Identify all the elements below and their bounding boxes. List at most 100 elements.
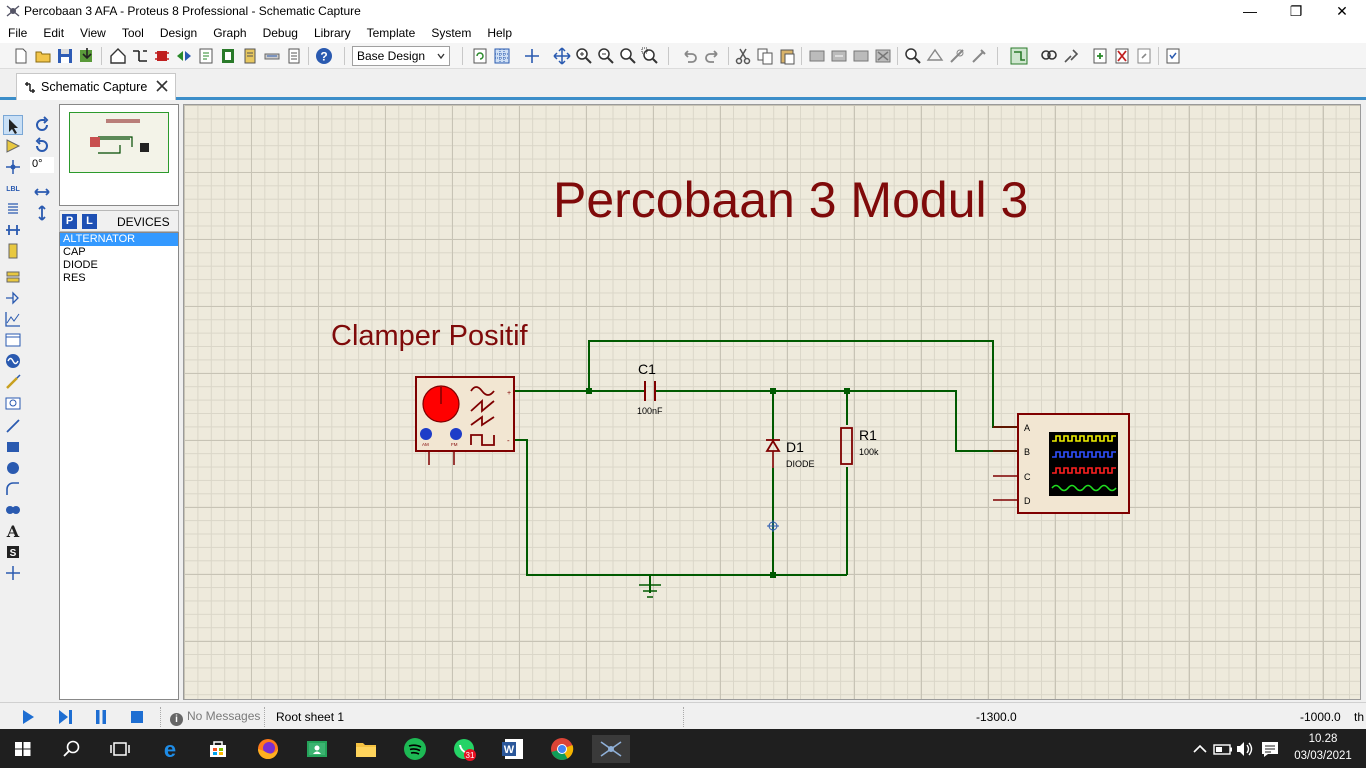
generator-mode-icon[interactable] [3,351,23,371]
cut-icon[interactable] [733,46,753,66]
make-device-icon[interactable] [925,46,945,66]
file-explorer-icon[interactable] [352,735,380,763]
pause-icon[interactable] [92,708,110,726]
proteus-taskbar-icon[interactable] [592,735,630,763]
task-view-icon[interactable] [106,735,134,763]
notifications-icon[interactable] [1256,735,1284,763]
refresh-icon[interactable] [470,46,490,66]
resistor-r1[interactable]: R1 100k [840,427,879,465]
origin-icon[interactable] [522,46,542,66]
rotate-clockwise-icon[interactable] [32,115,52,135]
battery-icon[interactable] [1209,735,1237,763]
schematic-subtitle[interactable]: Clamper Positif [331,320,529,352]
volume-icon[interactable] [1231,735,1259,763]
windows-start-icon[interactable] [9,735,37,763]
code-editor-icon[interactable] [262,46,282,66]
text-draw-icon[interactable]: A [3,521,23,541]
menu-template[interactable]: Template [366,26,416,40]
chrome-icon[interactable] [548,735,576,763]
zoom-in-icon[interactable] [574,46,594,66]
menu-edit[interactable]: Edit [43,26,65,40]
line-draw-icon[interactable] [3,416,23,436]
design-explorer-icon[interactable] [240,46,260,66]
ground-symbol[interactable] [639,584,661,598]
tape-recorder-mode-icon[interactable] [3,330,23,350]
voltage-probe-mode-icon[interactable] [3,372,23,392]
clock-date[interactable]: 03/03/2021 [1294,750,1352,762]
virtual-instrument-mode-icon[interactable] [3,393,23,413]
pick-devices-button[interactable]: P [62,214,77,229]
undo-icon[interactable] [680,46,700,66]
firefox-icon[interactable] [254,735,282,763]
selection-mode-icon[interactable] [3,115,23,135]
text-script-mode-icon[interactable] [3,199,23,219]
zoom-out-icon[interactable] [596,46,616,66]
save-icon[interactable] [55,46,75,66]
whatsapp-icon[interactable]: 31 [450,735,478,763]
property-assignment-icon[interactable] [1061,46,1081,66]
search-tag-icon[interactable] [1039,46,1059,66]
graph-mode-icon[interactable] [3,309,23,329]
clock-time[interactable]: 10.28 [1308,733,1338,745]
marker-draw-icon[interactable] [3,563,23,583]
gerber-icon[interactable] [196,46,216,66]
spotify-icon[interactable] [401,735,429,763]
remove-sheet-icon[interactable] [1112,46,1132,66]
play-icon[interactable] [19,708,37,726]
wire-autorouter-icon[interactable] [1009,46,1029,66]
minimize-button[interactable]: — [1243,3,1257,19]
subcircuit-mode-icon[interactable] [3,241,23,261]
wire-label-mode-icon[interactable]: LBL [3,178,23,198]
menu-tool[interactable]: Tool [121,26,144,40]
block-move-icon[interactable] [829,46,849,66]
pan-icon[interactable] [552,46,572,66]
new-file-icon[interactable] [11,46,31,66]
arc-draw-icon[interactable] [3,479,23,499]
zoom-all-icon[interactable] [618,46,638,66]
overview-window[interactable] [59,104,179,206]
rotation-angle-field[interactable]: 0° [30,157,54,173]
library-manager-button[interactable]: L [82,214,97,229]
zoom-area-icon[interactable] [640,46,660,66]
redo-icon[interactable] [702,46,722,66]
packaging-tool-icon[interactable] [947,46,967,66]
edge-browser-icon[interactable]: e [156,735,184,763]
show-hidden-icons-icon[interactable] [1186,735,1214,763]
google-classroom-icon[interactable] [303,735,331,763]
menu-design[interactable]: Design [159,26,198,40]
decompose-icon[interactable] [969,46,989,66]
stop-icon[interactable] [128,708,146,726]
block-rotate-icon[interactable] [851,46,871,66]
device-pins-mode-icon[interactable] [3,288,23,308]
grid-toggle-icon[interactable] [492,46,512,66]
rotate-anticlockwise-icon[interactable] [32,136,52,156]
device-item-res[interactable]: RES [63,272,86,284]
bom-icon[interactable] [218,46,238,66]
pick-part-icon[interactable] [903,46,923,66]
mirror-vertical-icon[interactable] [32,203,52,223]
menu-debug[interactable]: Debug [262,26,298,40]
schematic-canvas[interactable]: Percobaan 3 Modul 3 Clamper Positif [183,104,1361,700]
menu-help[interactable]: Help [487,26,513,40]
path-draw-icon[interactable] [3,500,23,520]
terminals-mode-icon[interactable] [3,267,23,287]
exit-to-parent-icon[interactable] [1134,46,1154,66]
menu-view[interactable]: View [80,26,106,40]
diode-d1[interactable]: D1 DIODE [765,425,815,469]
menu-graph[interactable]: Graph [213,26,247,40]
oscilloscope[interactable]: A B C D [993,413,1130,514]
component-mode-icon[interactable] [3,136,23,156]
notes-icon[interactable] [284,46,304,66]
copy-icon[interactable] [755,46,775,66]
tab-schematic-capture[interactable]: Schematic Capture [16,73,176,100]
mirror-horizontal-icon[interactable] [32,182,52,202]
wires[interactable] [514,340,1018,593]
design-variant-select[interactable]: Base Design [352,46,450,66]
buses-mode-icon[interactable] [3,220,23,240]
schematic-title[interactable]: Percobaan 3 Modul 3 [553,172,1028,228]
help-icon[interactable]: ? [314,46,334,66]
close-tab-icon[interactable] [154,78,170,94]
schematic-icon[interactable] [130,46,150,66]
device-item-cap[interactable]: CAP [63,246,86,258]
